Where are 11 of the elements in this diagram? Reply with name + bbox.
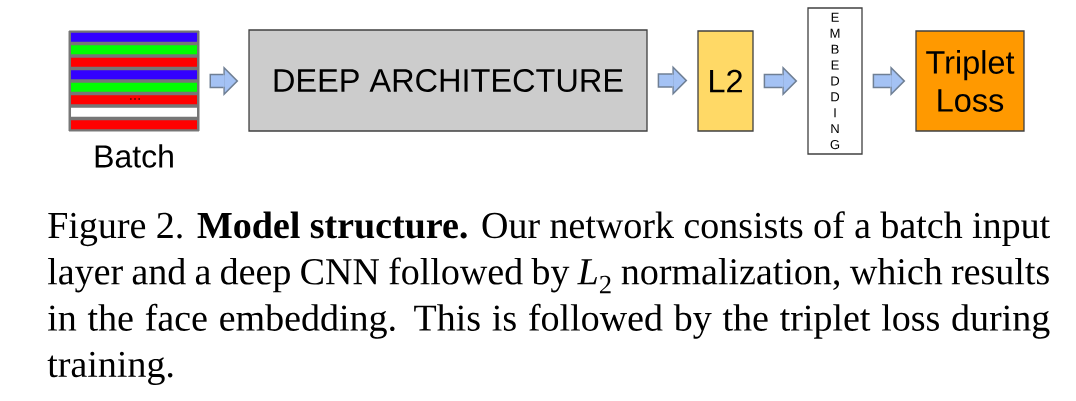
ellipsis: ... <box>130 98 140 100</box>
layer-box: L2 <box>697 30 754 132</box>
block-arrow <box>657 65 688 96</box>
vertical-box: E M B E D D I N G <box>807 7 863 155</box>
block-arrow <box>872 66 906 96</box>
loss-box: Triplet Loss <box>915 30 1025 132</box>
process-box: DEEP ARCHITECTURE <box>248 29 648 132</box>
stack-label: Batch <box>95 144 173 168</box>
figure-caption: Figure 2. Model structure. Our network consists of a batch input layer and a deep CNN followed by L$_{2}$ normalization, which results in the face embedding. This is followed by the triplet loss during training. <box>47 211 1050 386</box>
block-arrow <box>209 66 239 96</box>
block-arrow <box>763 66 798 96</box>
